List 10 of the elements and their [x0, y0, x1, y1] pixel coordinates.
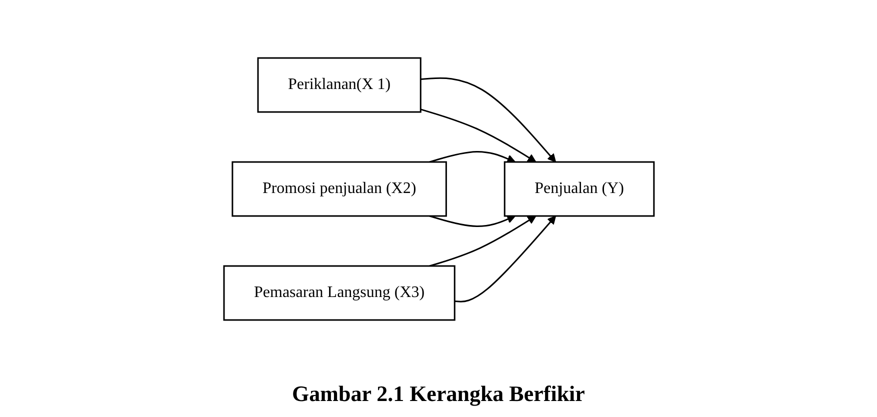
- node-box: Periklanan(X 1): [256, 56, 421, 112]
- arrow: [420, 76, 556, 162]
- node-box: Pemasaran Langsung (X3): [222, 264, 455, 320]
- node-box: Promosi penjualan (X2): [231, 160, 446, 216]
- arrow: [428, 215, 536, 266]
- arrow: [420, 108, 536, 162]
- arrow: [428, 214, 516, 226]
- arrow: [454, 215, 556, 302]
- figure-caption: Gambar 2.1 Kerangka Berfikir: [292, 380, 585, 408]
- node-box: Penjualan (Y): [503, 160, 654, 216]
